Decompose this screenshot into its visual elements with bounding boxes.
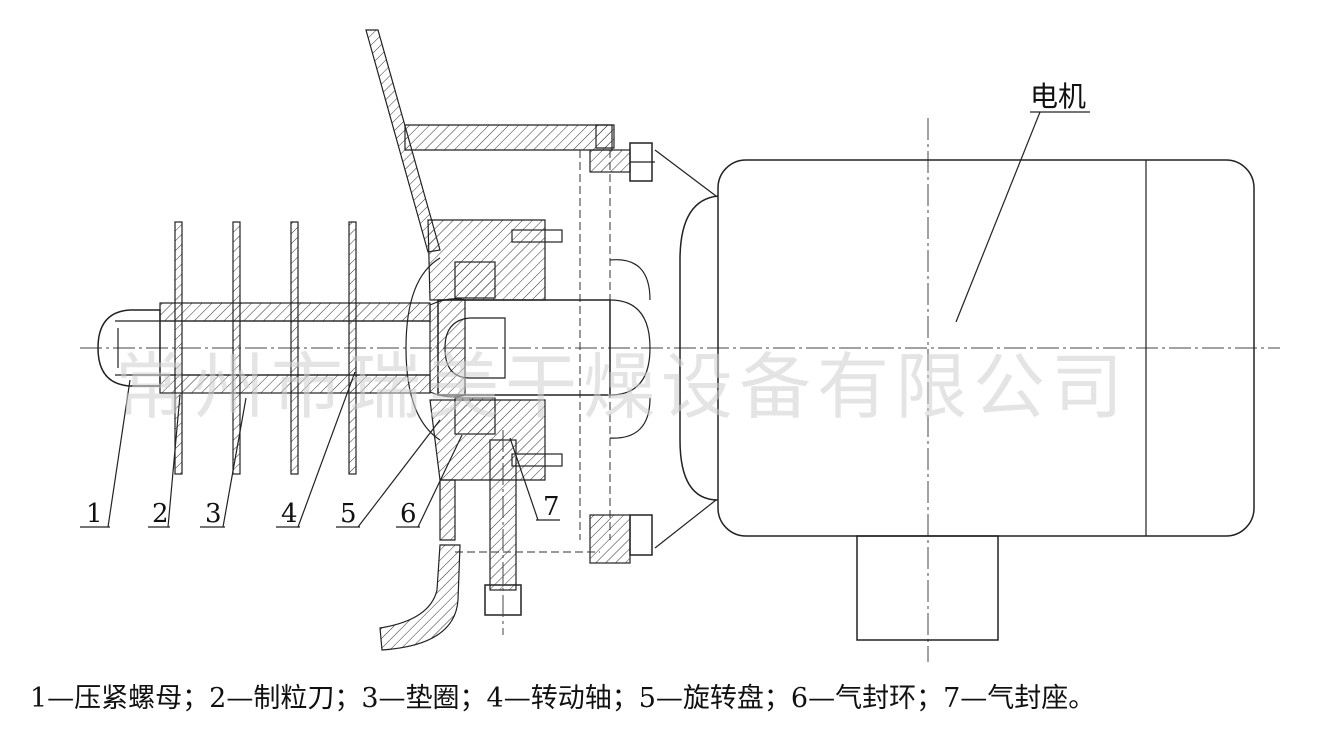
shaft-bore [444,317,506,379]
flange-curve-lower [609,397,651,439]
motor-base [856,535,999,641]
blade-3 [290,221,299,475]
housing-right-top [595,124,615,149]
top-bolt-head [589,149,631,173]
bracket-bottom-line [654,499,717,549]
clamping-nut [97,309,161,387]
blade-4 [348,221,357,475]
part-number-1: 1 [86,499,103,529]
motor-front-cap [679,195,719,501]
shaft-end [609,299,651,396]
flange-curve [609,259,651,301]
bottom-bolt-nut [629,514,653,556]
assembly-drawing: 电机 1 2 3 4 5 6 [80,29,1280,662]
discharge-chute [379,544,461,651]
bottom-bolt-head [589,514,631,564]
drive-shaft [437,299,611,396]
part-number-6: 6 [400,499,417,529]
part-number-2: 2 [152,499,169,529]
part-number-5: 5 [340,499,357,529]
figure-caption: 1—压紧螺母；2—制粒刀；3—垫圈；4—转动轴；5—旋转盘；6—气封环；7—气封… [30,683,1096,714]
motor-label: 电机 [1030,80,1086,113]
rotating-disc [405,257,441,441]
seal-ring-upper [454,261,496,299]
motor-label-leader [955,111,1041,323]
blade-1 [174,221,183,475]
watermark: 常州市瑞美干燥设备有限公司 [115,345,1129,429]
housing-top [404,124,613,151]
part-number-3: 3 [205,499,222,529]
leader-lines [80,371,560,528]
blade-2 [232,221,241,475]
seal-ring-lower [454,397,496,435]
housing-screw-upper [511,229,563,243]
part-number-4: 4 [281,499,298,529]
housing-lower-plate [439,479,456,541]
bracket-top-line [654,149,717,197]
part-number-7: 7 [543,492,560,522]
